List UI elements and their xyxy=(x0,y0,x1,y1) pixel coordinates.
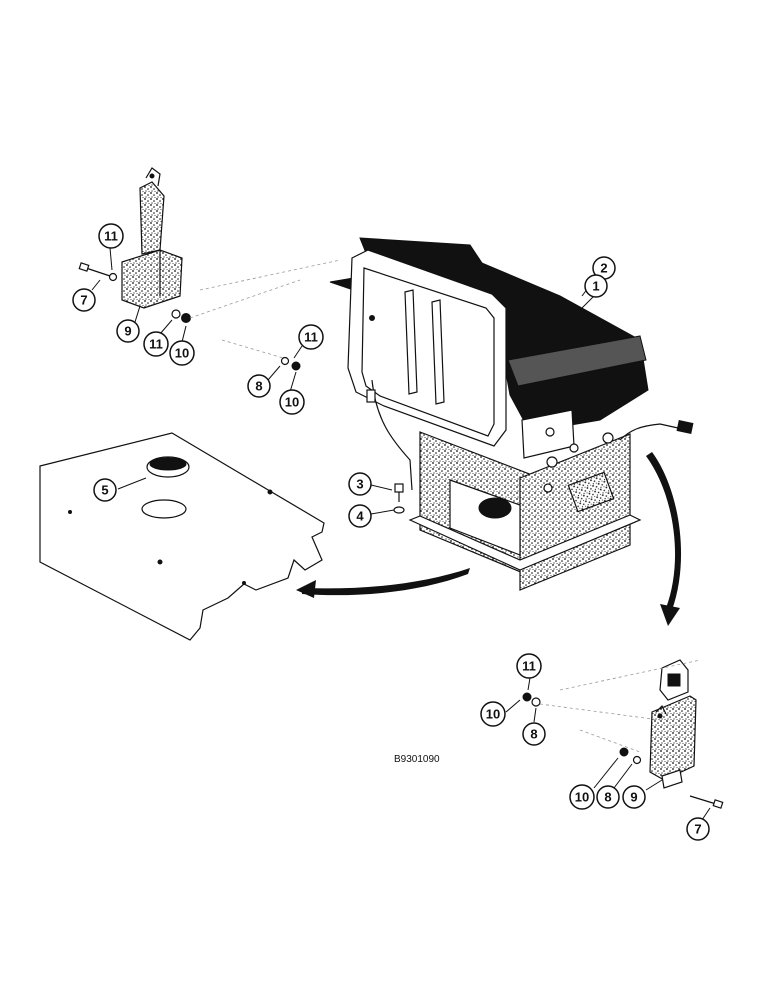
callout-label: 4 xyxy=(356,509,364,524)
callout-label: 7 xyxy=(80,293,87,308)
callout-8-lower-bottom: 8 xyxy=(596,785,620,809)
callout-10-lower-left: 10 xyxy=(480,701,506,727)
seat-mount-bolt xyxy=(393,483,405,514)
callout-10-upper: 10 xyxy=(169,340,195,366)
callout-10-mid: 10 xyxy=(279,389,305,415)
assembly-arrows xyxy=(296,452,682,626)
callout-label: 7 xyxy=(694,822,701,837)
washer xyxy=(280,356,290,366)
callout-label: 11 xyxy=(522,659,536,674)
callout-label: 11 xyxy=(104,229,118,244)
callout-label: 9 xyxy=(630,790,637,805)
callout-4: 4 xyxy=(348,504,372,528)
callout-8-lower-mid: 8 xyxy=(522,722,546,746)
callout-label: 8 xyxy=(255,379,262,394)
callout-label: 5 xyxy=(101,483,108,498)
callout-9-upper: 9 xyxy=(116,319,140,343)
callout-label: 8 xyxy=(604,790,611,805)
callout-label: 9 xyxy=(124,324,131,339)
callout-label: 1 xyxy=(592,279,599,294)
operator-seat xyxy=(329,237,694,591)
callout-label: 11 xyxy=(304,330,318,345)
drawing-code: B9301090 xyxy=(394,754,440,765)
callout-label: 3 xyxy=(356,477,363,492)
callout-label: 10 xyxy=(175,346,189,361)
callout-11-upper-low: 11 xyxy=(143,331,169,357)
callout-label: 2 xyxy=(600,261,607,276)
floor-plug xyxy=(141,456,190,519)
callout-7-upper: 7 xyxy=(72,288,96,312)
callout-11-lower: 11 xyxy=(516,653,542,679)
callout-label: 10 xyxy=(575,790,589,805)
callout-1: 1 xyxy=(584,274,608,298)
upper-seat-belt-assembly xyxy=(78,167,341,323)
callout-10-lower-bottom: 10 xyxy=(569,784,595,810)
callout-11-upper-top: 11 xyxy=(98,223,124,249)
lower-seat-belt-assembly xyxy=(522,659,724,809)
callout-label: 11 xyxy=(149,337,163,352)
callout-5: 5 xyxy=(93,478,117,502)
callout-7-lower: 7 xyxy=(686,817,710,841)
callout-label: 8 xyxy=(530,727,537,742)
callout-3: 3 xyxy=(348,472,372,496)
callout-label: 10 xyxy=(285,395,299,410)
callout-11-mid: 11 xyxy=(298,324,324,350)
callout-9-lower: 9 xyxy=(622,785,646,809)
callout-label: 10 xyxy=(486,707,500,722)
nut xyxy=(291,361,301,371)
callout-8-mid: 8 xyxy=(247,374,271,398)
